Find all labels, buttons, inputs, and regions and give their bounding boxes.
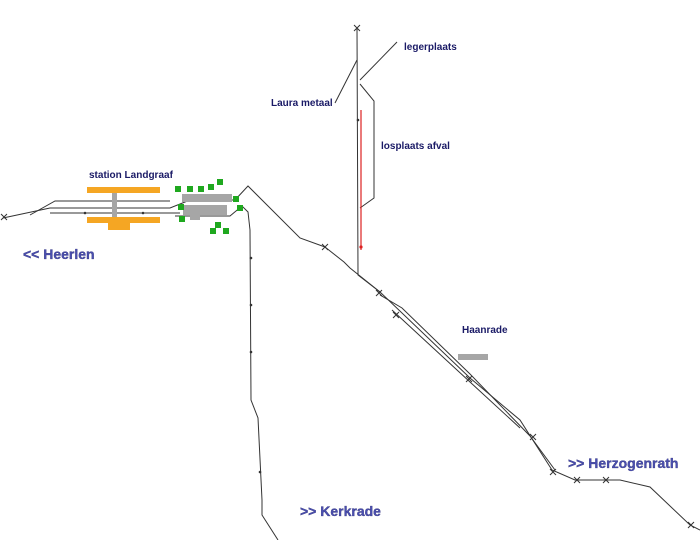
haanrade-platform — [458, 354, 488, 360]
platform-extension — [108, 223, 130, 230]
losplaats-afval-label: losplaats afval — [381, 141, 450, 152]
marker-x-north — [353, 24, 361, 32]
haanrade-label: Haanrade — [462, 325, 508, 336]
heerlen-label: << Heerlen — [23, 246, 95, 262]
marker-x — [392, 311, 400, 319]
marker-x — [549, 468, 557, 476]
track-markers — [0, 24, 695, 529]
laura-branch — [334, 27, 398, 293]
marker-x — [602, 476, 610, 484]
main-line-herzogenrath — [324, 246, 700, 531]
legerplaats-label: legerplaats — [404, 42, 457, 53]
laura-metaal-label: Laura metaal — [271, 98, 333, 109]
kerkrade-branch — [249, 229, 279, 540]
landgraaf-tracks — [2, 185, 326, 248]
marker-x — [529, 433, 537, 441]
switch-lamps — [175, 179, 243, 234]
track-dots — [83, 118, 360, 474]
marker-x — [465, 375, 473, 383]
marker-x — [375, 289, 383, 297]
platform-south — [87, 217, 160, 223]
platform-connector — [112, 193, 117, 217]
marker-x-west — [0, 213, 8, 221]
signal-box-area — [182, 194, 232, 220]
herzogenrath-label: >> Herzogenrath — [568, 455, 678, 471]
station-landgraaf-label: station Landgraaf — [89, 170, 174, 181]
landgraaf-platforms — [87, 187, 160, 230]
marker-x — [573, 476, 581, 484]
kerkrade-label: >> Kerkrade — [300, 503, 381, 519]
platform-north — [87, 187, 160, 193]
red-track-end-marker — [359, 245, 363, 249]
marker-x — [321, 243, 329, 251]
marker-x — [687, 521, 695, 529]
